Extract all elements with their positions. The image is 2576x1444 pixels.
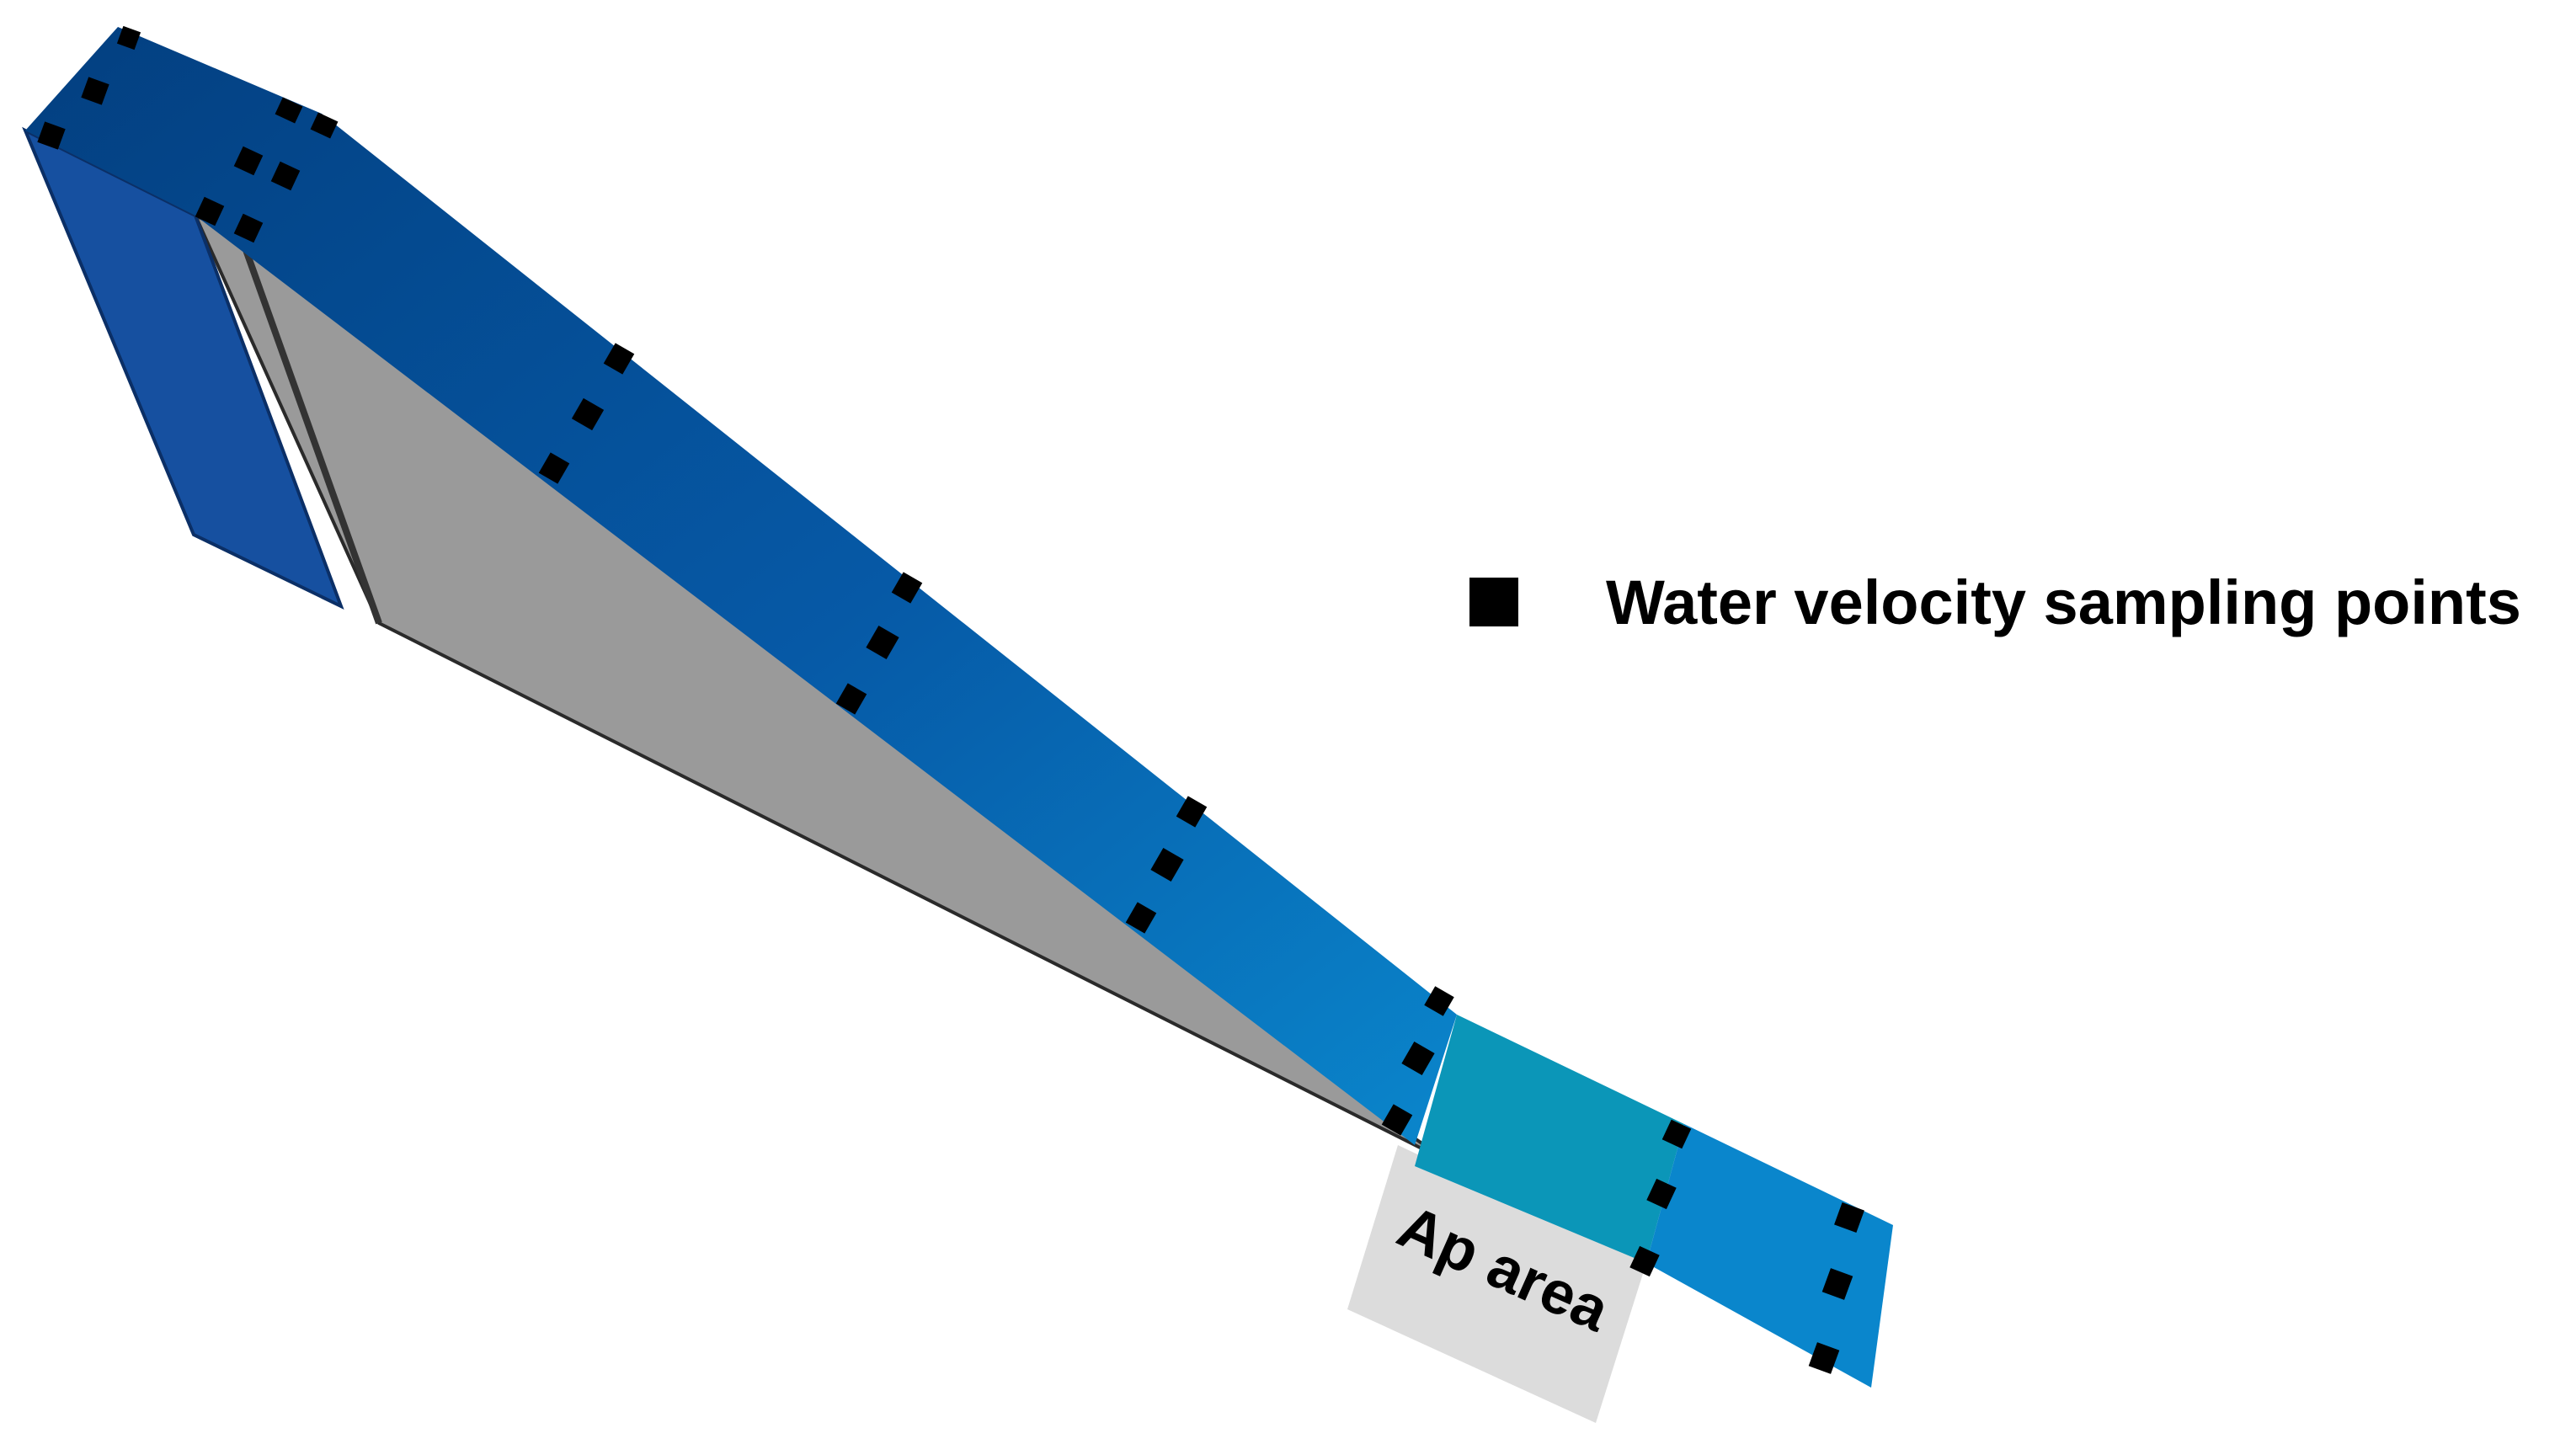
sampling-point bbox=[1150, 848, 1184, 882]
legend: Water velocity sampling points bbox=[1469, 564, 2521, 640]
sampling-point bbox=[1821, 1268, 1853, 1300]
sampling-point bbox=[571, 397, 605, 431]
sampling-point bbox=[195, 196, 225, 226]
sampling-point bbox=[1125, 902, 1157, 934]
outlet-channel-surface bbox=[1646, 1124, 1893, 1388]
sampling-point bbox=[603, 343, 635, 375]
sampling-point bbox=[1381, 1104, 1413, 1136]
sampling-points bbox=[37, 25, 1864, 1374]
sampling-point bbox=[1646, 1178, 1677, 1210]
sampling-point bbox=[891, 572, 923, 604]
sampling-point bbox=[1834, 1202, 1864, 1233]
sampling-point bbox=[233, 213, 264, 243]
sampling-point bbox=[233, 146, 264, 176]
sampling-point bbox=[866, 626, 899, 659]
sampling-point bbox=[270, 161, 301, 191]
sampling-point bbox=[116, 25, 141, 51]
ap-zone-surface bbox=[1415, 1015, 1684, 1263]
sampling-point bbox=[1424, 986, 1454, 1016]
sampling-point bbox=[1661, 1119, 1692, 1149]
sampling-point bbox=[538, 452, 570, 484]
sampling-point bbox=[1808, 1342, 1840, 1374]
sampling-point bbox=[835, 683, 867, 715]
sampling-point bbox=[81, 77, 109, 105]
sampling-point bbox=[1176, 796, 1208, 828]
sampling-point bbox=[275, 97, 303, 124]
legend-label: Water velocity sampling points bbox=[1606, 567, 2521, 637]
side-wall-edge bbox=[237, 234, 382, 625]
ap-area-panel bbox=[1347, 1145, 1646, 1423]
sampling-point bbox=[1401, 1042, 1435, 1075]
channel-water-surface bbox=[25, 27, 1457, 1145]
sampling-point bbox=[37, 121, 66, 150]
sampling-point bbox=[1629, 1245, 1660, 1277]
sampling-point bbox=[310, 112, 339, 139]
sampling-point-legend-icon bbox=[1469, 578, 1518, 626]
